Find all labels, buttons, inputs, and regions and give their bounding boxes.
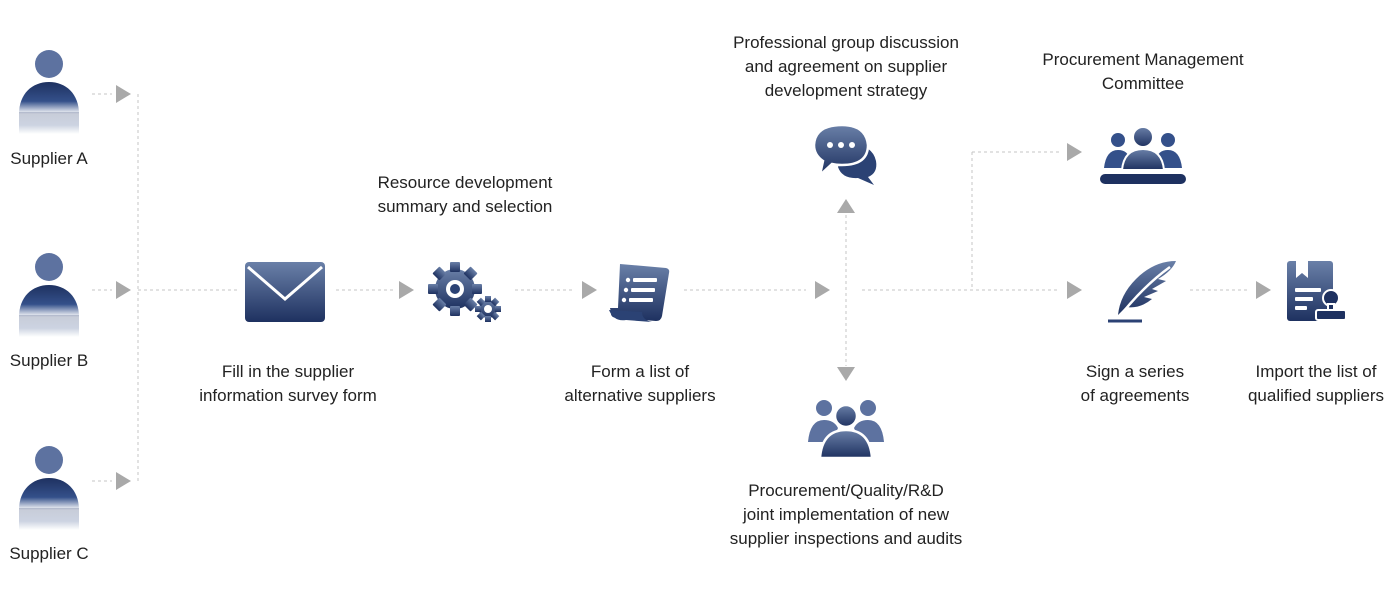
gears-icon: [428, 262, 501, 322]
import-list-label: Import the list of qualified suppliers: [1247, 362, 1385, 405]
certificate-icon: [1287, 261, 1347, 321]
supplier-a-label: Supplier A: [10, 149, 88, 168]
person-icon: [19, 253, 79, 337]
document-list-icon: [609, 264, 670, 322]
person-icon: [19, 446, 79, 530]
resource-development-label: Resource development summary and selecti…: [377, 173, 553, 216]
arrow-down-icon: [837, 367, 855, 381]
team-icon: [808, 400, 884, 460]
arrow-right-icon: [116, 472, 131, 490]
arrow-right-icon: [116, 281, 131, 299]
person-icon: [19, 50, 79, 134]
arrow-right-icon: [1067, 143, 1082, 161]
supplier-b-label: Supplier B: [9, 351, 89, 370]
arrow-right-icon: [116, 85, 131, 103]
arrow-right-icon: [399, 281, 414, 299]
envelope-icon: [245, 262, 325, 322]
arrow-up-icon: [837, 199, 855, 213]
arrow-right-icon: [815, 281, 830, 299]
arrow-right-icon: [582, 281, 597, 299]
agreements-label: Sign a series of agreements: [1080, 362, 1190, 405]
quill-icon: [1108, 261, 1176, 323]
chat-bubbles-icon: [812, 123, 877, 185]
survey-form-label: Fill in the supplier information survey …: [199, 362, 377, 405]
alternative-list-label: Form a list of alternative suppliers: [564, 362, 716, 405]
committee-label: Procurement Management Committee: [1042, 50, 1244, 93]
group-discussion-label: Professional group discussion and agreem…: [733, 33, 959, 100]
arrow-right-icon: [1067, 281, 1082, 299]
committee-icon: [1100, 126, 1186, 184]
arrow-right-icon: [1256, 281, 1271, 299]
joint-audit-label: Procurement/Quality/R&D joint implementa…: [729, 481, 963, 548]
supplier-c-label: Supplier C: [9, 544, 89, 563]
